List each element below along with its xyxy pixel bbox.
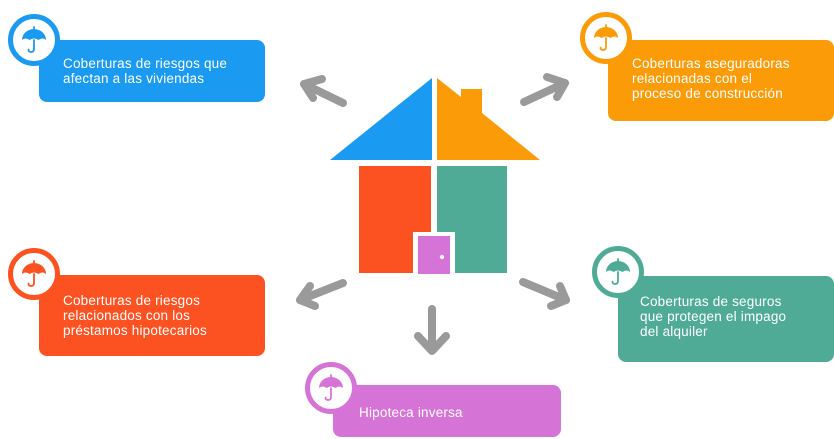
card-housing-risks-text: Coberturas de riesgos que afectan a las … [63, 56, 228, 86]
card-reverse-mortgage: Hipoteca inversa [333, 385, 561, 437]
arrow-down-right [519, 278, 570, 310]
card-construction-coverage-text: Coberturas aseguradoras relacionadas con… [632, 56, 790, 101]
arrow-up-right [520, 73, 569, 106]
umbrella-icon [580, 12, 632, 64]
card-construction-coverage: Coberturas aseguradoras relacionadas con… [608, 40, 834, 121]
card-rent-default-insurance-text: Coberturas de seguros que protegen el im… [640, 294, 787, 339]
card-housing-risks: Coberturas de riesgos que afectan a las … [39, 40, 265, 102]
arrow-up-left [300, 75, 347, 107]
arrow-down [414, 305, 450, 355]
house-illustration [330, 78, 540, 276]
card-mortgage-loan-risks-text: Coberturas de riesgos relacionados con l… [63, 293, 207, 338]
card-mortgage-loan-risks: Coberturas de riesgos relacionados con l… [39, 275, 265, 356]
door [418, 236, 450, 274]
card-rent-default-insurance: Coberturas de seguros que protegen el im… [618, 276, 834, 362]
umbrella-icon [305, 362, 357, 414]
door-knob [439, 254, 445, 260]
card-reverse-mortgage-text: Hipoteca inversa [359, 405, 463, 420]
roof-left-blue [330, 78, 432, 160]
umbrella-icon [592, 246, 644, 298]
umbrella-icon [8, 248, 60, 300]
roof-right-orange [437, 78, 540, 160]
arrow-down-left [296, 279, 347, 310]
umbrella-icon [8, 14, 60, 66]
